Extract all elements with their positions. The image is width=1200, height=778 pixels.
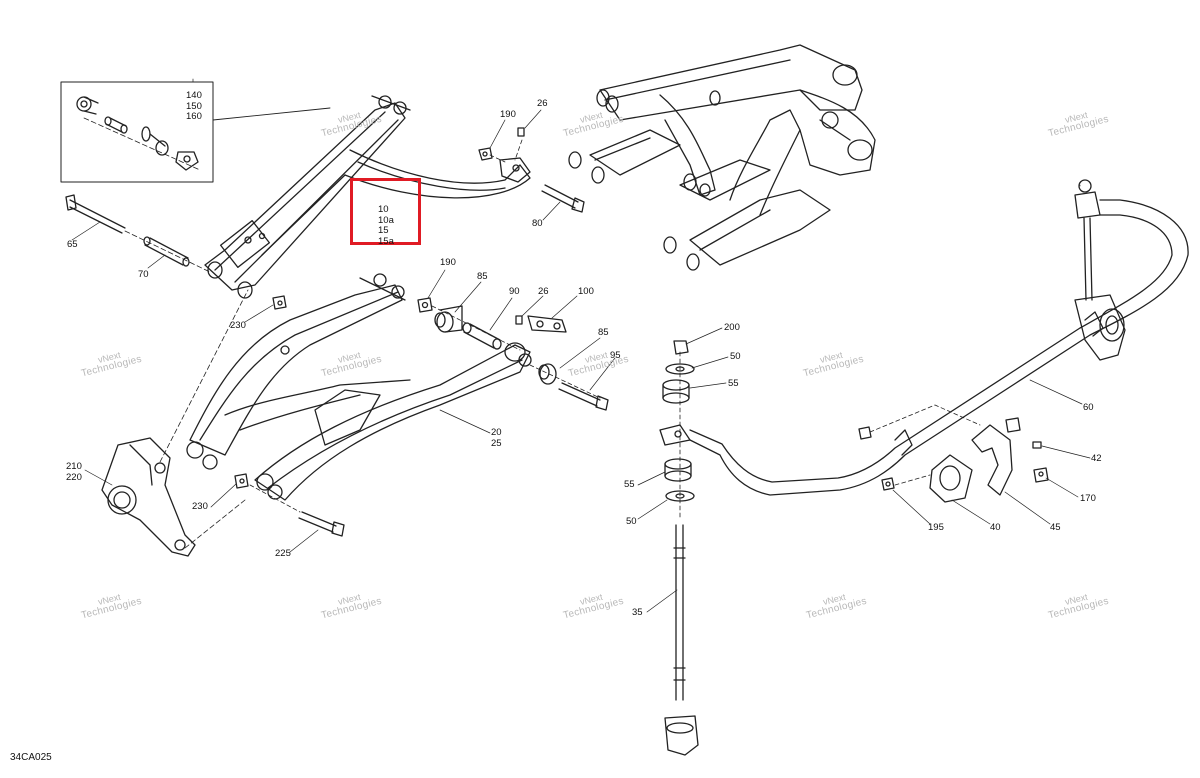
lower-arm-pivot-icon — [504, 342, 532, 367]
callout-40[interactable]: 40 — [990, 522, 1001, 533]
sleeve-70-icon — [143, 236, 190, 267]
lower-arm-bushing-front-icon — [186, 441, 218, 470]
nut-190-lower-icon — [417, 297, 433, 313]
sleeve-90-icon — [462, 322, 502, 350]
bolt-170-icon — [1033, 467, 1049, 483]
callout-85-upper[interactable]: 85 — [477, 271, 488, 282]
inset-washer-icon — [141, 126, 169, 156]
callout-leader-lines — [71, 78, 1091, 613]
frame-bushing-icon-5 — [709, 90, 721, 106]
lower-a-arm — [186, 273, 532, 501]
callout-230-lower[interactable]: 230 — [192, 501, 208, 512]
callout-45[interactable]: 45 — [1050, 522, 1061, 533]
steering-knuckle — [101, 437, 196, 557]
inset-sleeve-icon — [104, 116, 128, 134]
nut-190-upper-icon — [478, 147, 493, 161]
fitting-26-upper-icon — [517, 127, 525, 137]
link-rod-35-icon — [673, 524, 686, 701]
nut-230-upper-icon — [272, 295, 287, 310]
callout-170[interactable]: 170 — [1080, 493, 1096, 504]
lower-arm-bushing-rear-icon — [256, 473, 283, 500]
diagram-code: 34CA025 — [10, 752, 52, 763]
rod-end-bushing-icon — [664, 715, 699, 756]
callout-100[interactable]: 100 — [578, 286, 594, 297]
callout-90[interactable]: 90 — [509, 286, 520, 297]
upper-a-arm — [204, 95, 531, 299]
frame-bushing-icon-2 — [568, 151, 605, 184]
lower-arm-ball-joint-icon — [359, 273, 406, 301]
callout-95[interactable]: 95 — [610, 350, 621, 361]
callout-190-lower[interactable]: 190 — [440, 257, 456, 268]
upper-arm-bushing-icon — [207, 261, 253, 299]
callout-225[interactable]: 225 — [275, 548, 291, 559]
callout-26-lower[interactable]: 26 — [538, 286, 549, 297]
callout-55-upper[interactable]: 55 — [728, 378, 739, 389]
inset-bushing-icon — [76, 96, 99, 115]
frame-bushing-icon-1 — [596, 89, 619, 113]
bolt-225-icon — [298, 511, 345, 537]
bolt-65-icon — [65, 194, 126, 234]
bolt-80-icon — [541, 184, 585, 213]
callout-85-lower[interactable]: 85 — [598, 327, 609, 338]
sway-bar-end-link — [1074, 179, 1126, 361]
callout-55-lower[interactable]: 55 — [624, 479, 635, 490]
bracket-100-icon — [527, 315, 567, 333]
callout-60[interactable]: 60 — [1083, 402, 1094, 413]
fitting-26-lower-icon — [515, 315, 523, 325]
callout-190-upper[interactable]: 190 — [500, 109, 516, 120]
nut-42-icon — [1032, 441, 1042, 449]
callout-195[interactable]: 195 — [928, 522, 944, 533]
callout-50-lower[interactable]: 50 — [626, 516, 637, 527]
upper-arm-ball-joint-icon — [371, 95, 411, 115]
sway-bar — [659, 199, 1189, 496]
link-nut-200-icon — [673, 340, 689, 355]
grommet-55-upper-icon — [662, 379, 690, 404]
hardware-inset-box — [60, 81, 331, 183]
nut-230-lower-icon — [234, 473, 249, 489]
frame-bushing-icon-4 — [663, 236, 700, 271]
frame-bushing-icon-3 — [683, 173, 711, 197]
bolt-95-icon — [558, 382, 609, 411]
sway-bar-bushing-40-icon — [929, 454, 973, 503]
bushing-85-lower-icon — [538, 363, 557, 385]
callout-70[interactable]: 70 — [138, 269, 149, 280]
highlight-box — [350, 178, 421, 245]
callout-50-upper[interactable]: 50 — [730, 351, 741, 362]
inset-nut-icon — [175, 151, 199, 171]
clamp-45-icon — [971, 424, 1013, 496]
grommet-55-lower-icon — [664, 458, 692, 482]
frame-subassembly — [568, 44, 876, 271]
callout-65[interactable]: 65 — [67, 239, 78, 250]
callout-200[interactable]: 200 — [724, 322, 740, 333]
callout-230-upper[interactable]: 230 — [230, 320, 246, 331]
bolt-top-icon — [1005, 417, 1021, 433]
callout-26-upper[interactable]: 26 — [537, 98, 548, 109]
nut-195-icon — [881, 477, 895, 491]
bushing-85-upper-icon — [434, 305, 463, 333]
upper-arm-bracket-icon — [499, 157, 531, 183]
callout-35[interactable]: 35 — [632, 607, 643, 618]
callout-42[interactable]: 42 — [1091, 453, 1102, 464]
nut-left-icon — [858, 426, 872, 440]
callout-80[interactable]: 80 — [532, 218, 543, 229]
